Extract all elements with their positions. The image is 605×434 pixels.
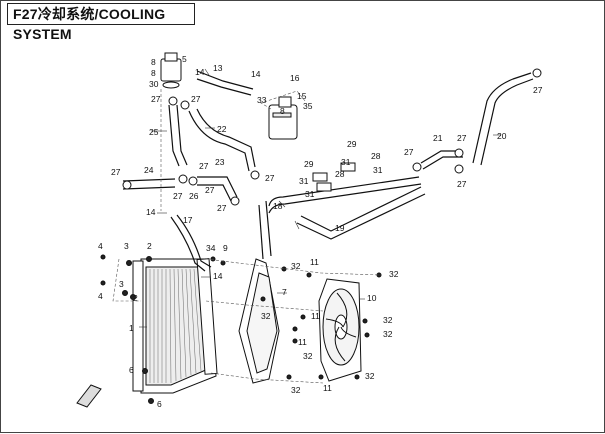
callout-31: 31: [305, 189, 315, 199]
callout-29: 29: [304, 159, 314, 169]
hose-21: [420, 150, 461, 164]
callout-labels: 1 2 2 3 3 4 4 5 6 6 7 8 8 8 9 10 11 11 1…: [98, 54, 543, 409]
callout-32: 32: [291, 261, 301, 271]
callout-4: 4: [98, 291, 103, 301]
callout-6: 6: [129, 365, 134, 375]
callout-32: 32: [291, 385, 301, 395]
callout-8: 8: [151, 68, 156, 78]
callout-14: 14: [146, 207, 156, 217]
fan-shroud: [238, 258, 280, 384]
callout-27: 27: [217, 203, 227, 213]
callout-14: 14: [195, 67, 205, 77]
callout-32: 32: [365, 371, 375, 381]
callout-20: 20: [497, 131, 507, 141]
hose-17: [176, 214, 212, 268]
callout-31: 31: [299, 176, 309, 186]
callout-27: 27: [151, 94, 161, 104]
callout-3: 3: [124, 241, 129, 251]
callout-27: 27: [199, 161, 209, 171]
hose-22: [196, 108, 256, 168]
callout-26: 26: [189, 191, 199, 201]
callout-15: 15: [297, 91, 307, 101]
callout-31: 31: [373, 165, 383, 175]
hose-20: [472, 72, 532, 164]
hose-25: [168, 104, 180, 167]
callout-22: 22: [217, 124, 227, 134]
callout-4: 4: [98, 241, 103, 251]
callout-27: 27: [173, 191, 183, 201]
callout-11: 11: [298, 337, 307, 347]
callout-32: 32: [383, 315, 393, 325]
alignment-lines: [112, 89, 382, 384]
tee-fittings: [312, 162, 356, 192]
callout-32: 32: [389, 269, 399, 279]
pipe-18-19: [258, 176, 426, 260]
callout-27: 27: [265, 173, 275, 183]
callout-32: 32: [261, 311, 271, 321]
leader-lines: [139, 68, 501, 328]
callout-32: 32: [303, 351, 313, 361]
callout-30: 30: [149, 79, 159, 89]
callout-2: 2: [133, 293, 138, 303]
callout-14: 14: [213, 271, 223, 281]
callout-23: 23: [215, 157, 225, 167]
callout-8: 8: [280, 106, 285, 116]
hose-23: [197, 176, 238, 198]
callout-32: 32: [383, 329, 393, 339]
hose-13: [196, 70, 254, 90]
callout-27: 27: [111, 167, 121, 177]
callout-28: 28: [335, 169, 345, 179]
callout-31: 31: [341, 157, 351, 167]
callout-27: 27: [191, 94, 201, 104]
callout-5: 5: [182, 54, 187, 64]
callout-11: 11: [311, 311, 320, 321]
callout-8: 8: [151, 57, 156, 67]
callout-35: 35: [303, 101, 313, 111]
callout-11: 11: [310, 257, 319, 267]
callout-7: 7: [282, 287, 287, 297]
callout-14: 14: [251, 69, 261, 79]
callout-27: 27: [457, 179, 467, 189]
callout-28: 28: [371, 151, 381, 161]
callout-21: 21: [433, 133, 443, 143]
radiator: [132, 258, 218, 394]
filler-cap-assembly: [160, 52, 182, 89]
callout-2: 2: [147, 241, 152, 251]
coolant-reservoir: [268, 96, 298, 140]
callout-6: 6: [157, 399, 162, 409]
callout-27: 27: [533, 85, 543, 95]
callout-27: 27: [457, 133, 467, 143]
callout-9: 9: [223, 243, 228, 253]
callout-25: 25: [149, 127, 159, 137]
bracket: [76, 384, 102, 408]
callout-24: 24: [144, 165, 154, 175]
callout-27: 27: [404, 147, 414, 157]
hose-clamps: [122, 68, 542, 206]
callout-13: 13: [213, 63, 223, 73]
fan-assembly: [318, 278, 362, 382]
callout-3: 3: [119, 279, 124, 289]
page-title: F27冷却系统/COOLING SYSTEM: [7, 3, 195, 42]
callout-10: 10: [367, 293, 377, 303]
callout-34: 34: [206, 243, 216, 253]
callout-17: 17: [183, 215, 193, 225]
callout-1: 1: [129, 323, 134, 333]
callout-27: 27: [205, 185, 215, 195]
callout-29: 29: [347, 139, 357, 149]
callout-18: 18: [273, 201, 283, 211]
callout-16: 16: [290, 73, 300, 83]
hose-24: [122, 178, 176, 182]
callout-19: 19: [335, 223, 345, 233]
callout-33: 33: [257, 95, 267, 105]
callout-11: 11: [323, 383, 332, 393]
